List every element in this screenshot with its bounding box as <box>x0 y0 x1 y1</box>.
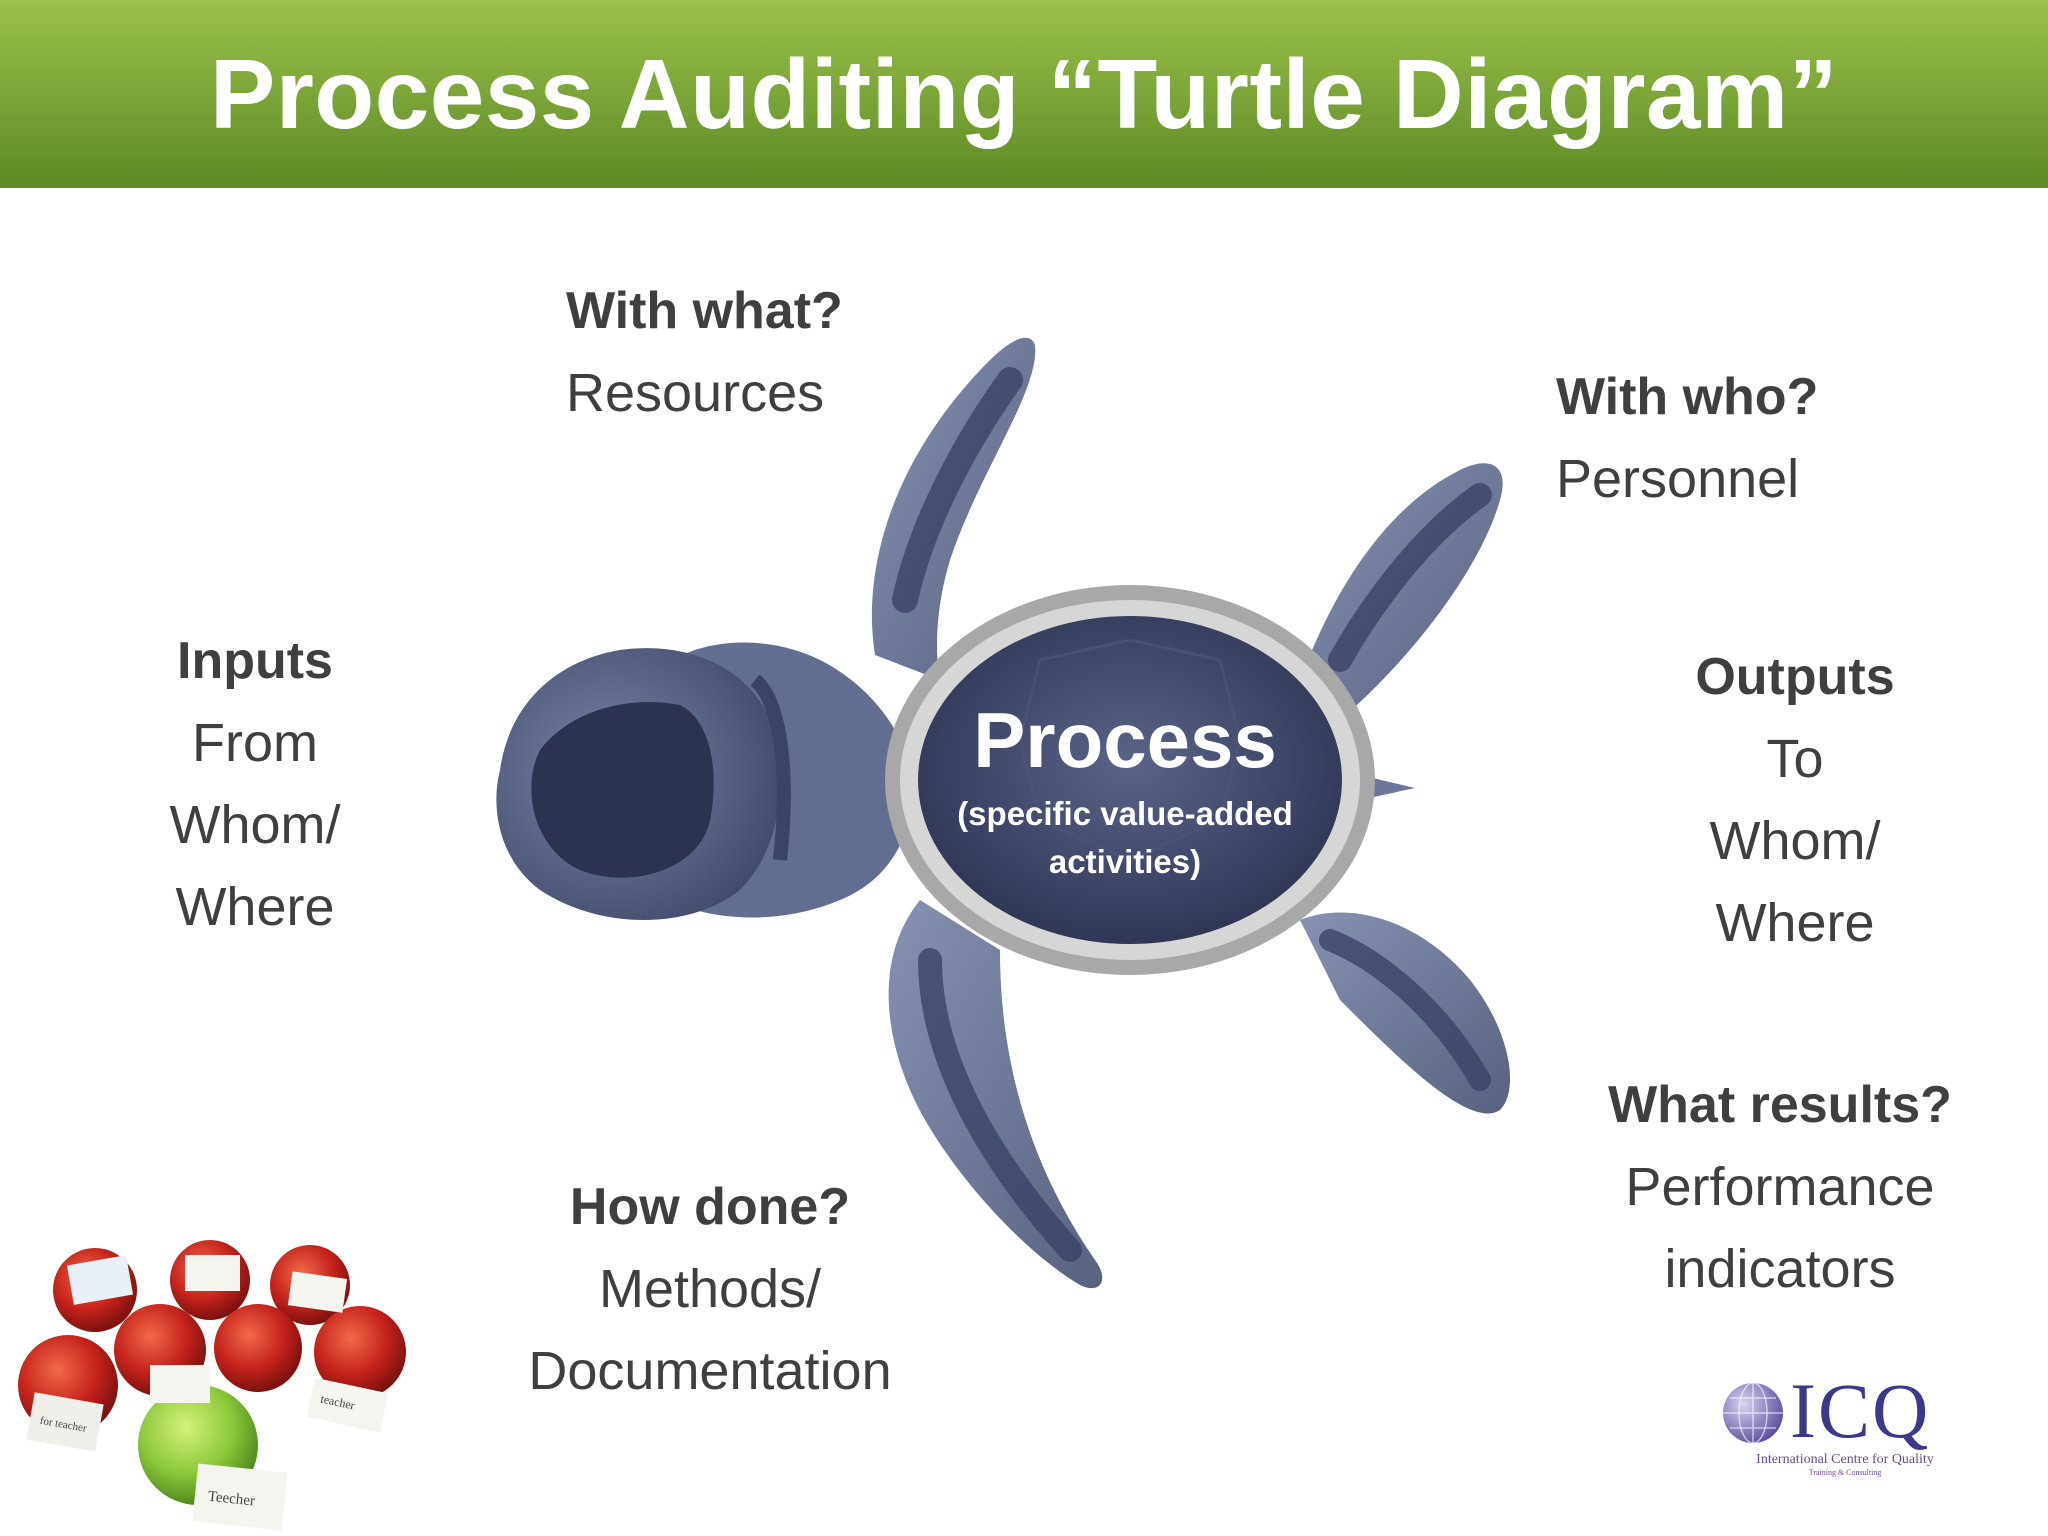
what-results-text: Performance indicators <box>1625 1157 1935 1299</box>
label-with-who: With who? Personnel <box>1556 356 1818 520</box>
with-what-heading: With what? <box>566 282 843 340</box>
globe-icon <box>1723 1382 1783 1444</box>
outputs-text: To Whom/ Where <box>1709 729 1881 953</box>
label-outputs: Outputs To Whom/ Where <box>1645 636 1945 964</box>
with-what-text: Resources <box>566 363 825 423</box>
label-with-what: With what? Resources <box>566 270 843 434</box>
icq-logo: ICQ International Centre for Quality Tra… <box>1720 1368 1970 1478</box>
note-text: Teecher <box>207 1489 256 1510</box>
red-apple <box>214 1304 302 1392</box>
inputs-text: From Whom/ Where <box>169 713 341 937</box>
note-card <box>192 1463 288 1531</box>
turtle-head <box>496 642 912 920</box>
label-inputs: Inputs From Whom/ Where <box>110 620 400 948</box>
apples-photo: for teacher teacher Teecher <box>18 1240 406 1531</box>
what-results-heading: What results? <box>1608 1076 1952 1134</box>
logo-tagline: International Centre for Quality <box>1756 1452 1934 1467</box>
slide-title: Process Auditing “Turtle Diagram” <box>209 38 1839 149</box>
inputs-heading: Inputs <box>177 632 333 690</box>
label-how-done: How done? Methods/ Documentation <box>500 1166 920 1412</box>
with-who-text: Personnel <box>1556 449 1800 509</box>
flipper-front-right <box>1300 463 1503 720</box>
process-center-label: Process (specific value-added activities… <box>900 690 1350 886</box>
how-done-heading: How done? <box>569 1178 851 1236</box>
note-card <box>150 1365 210 1403</box>
label-what-results: What results? Performance indicators <box>1560 1064 2000 1310</box>
note-card <box>26 1392 104 1452</box>
red-apple <box>314 1306 406 1398</box>
process-subtitle: (specific value-added activities) <box>957 795 1293 880</box>
with-who-heading: With who? <box>1556 368 1819 426</box>
flipper-back-right <box>1300 912 1510 1114</box>
turtle-shell <box>885 585 1375 975</box>
note-card <box>185 1255 240 1291</box>
note-card <box>287 1271 348 1313</box>
process-title: Process <box>973 696 1277 784</box>
how-done-text: Methods/ Documentation <box>528 1259 892 1401</box>
logo-tagline-2: Training & Consulting <box>1808 1468 1882 1477</box>
title-bar <box>0 0 2048 188</box>
flipper-front-left <box>871 337 1036 680</box>
flipper-back-left <box>888 900 1103 1289</box>
turtle-illustration <box>496 337 1510 1289</box>
outputs-heading: Outputs <box>1695 648 1895 706</box>
note-card <box>66 1255 134 1305</box>
logo-name: ICQ <box>1790 1367 1931 1454</box>
note-card <box>306 1377 389 1433</box>
